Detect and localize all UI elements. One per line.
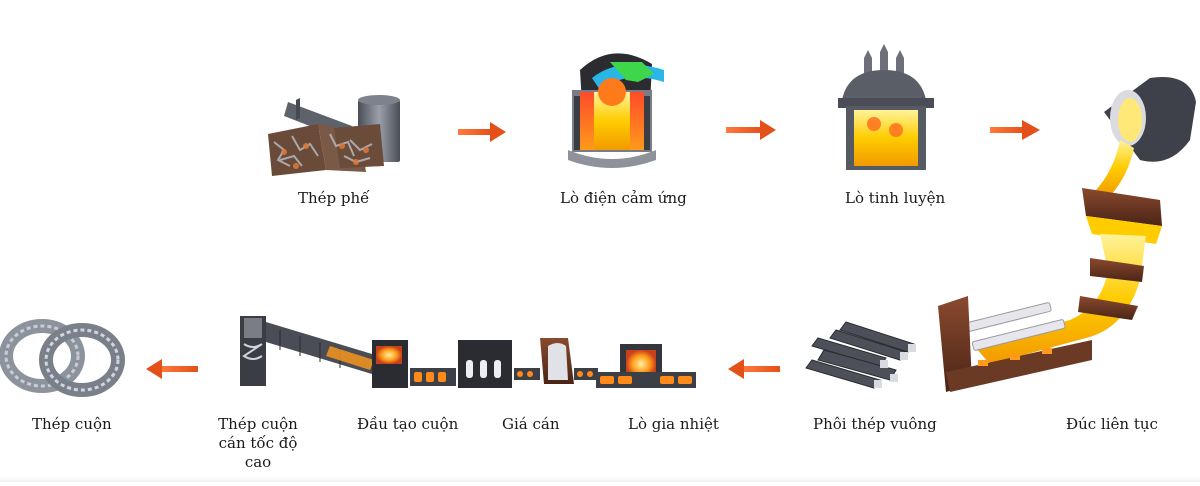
bottom-divider bbox=[0, 476, 1200, 482]
rolling-stand-icon bbox=[458, 338, 598, 388]
arrow-induction-to-refining bbox=[726, 120, 776, 140]
arrow-mill-to-coil bbox=[146, 359, 198, 379]
reheating-furnace-icon bbox=[596, 344, 696, 388]
scrap-steel-icon bbox=[268, 95, 400, 176]
square-billet-icon bbox=[805, 321, 916, 389]
coil-head-icon bbox=[372, 340, 456, 388]
label-rolling-stand: Giá cán bbox=[502, 415, 560, 433]
arrow-billet-to-reheating bbox=[728, 359, 780, 379]
label-continuous-casting: Đúc liên tục bbox=[1066, 415, 1158, 433]
induction-furnace-icon bbox=[568, 53, 664, 168]
label-induction-furnace: Lò điện cảm ứng bbox=[560, 189, 687, 207]
label-coil-steel: Thép cuộn bbox=[32, 415, 112, 433]
refining-furnace-icon bbox=[838, 44, 934, 170]
label-scrap-steel: Thép phế bbox=[298, 189, 370, 207]
label-high-speed-rolled-coil: Thép cuộn cán tốc độ cao bbox=[218, 415, 298, 471]
high-speed-mill-icon bbox=[240, 316, 374, 386]
label-reheating-furnace: Lò gia nhiệt bbox=[628, 415, 719, 433]
label-refining-furnace: Lò tinh luyện bbox=[845, 189, 946, 207]
label-coil-head: Đầu tạo cuộn bbox=[357, 415, 459, 433]
steel-coil-icon bbox=[0, 319, 125, 397]
continuous-casting-icon bbox=[938, 77, 1196, 392]
label-square-billet: Phôi thép vuông bbox=[813, 415, 937, 433]
arrow-refining-to-casting bbox=[990, 120, 1040, 140]
arrow-scrap-to-induction bbox=[458, 122, 506, 142]
